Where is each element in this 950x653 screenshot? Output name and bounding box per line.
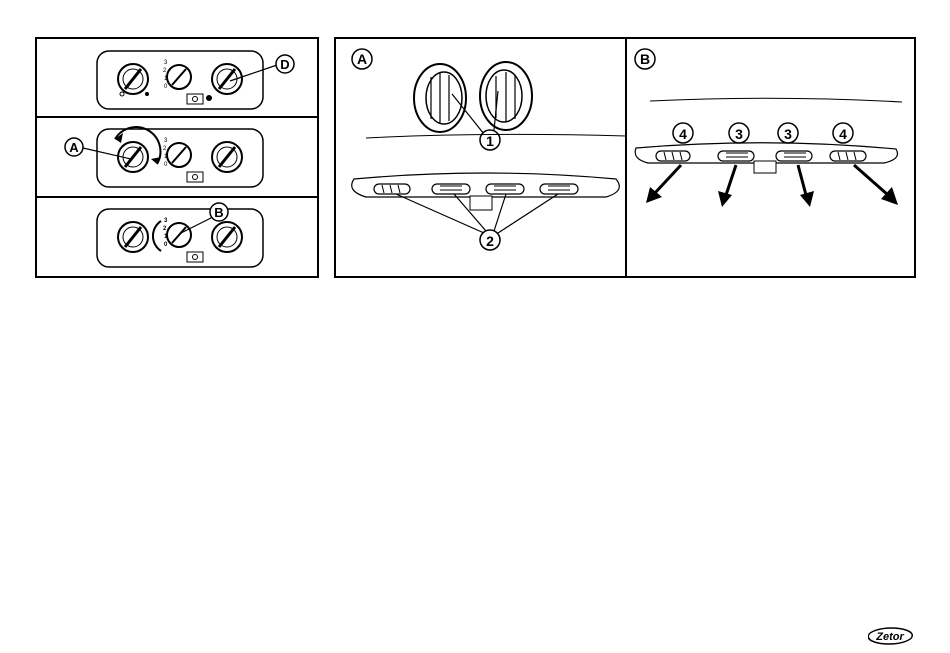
- vent-grille: [374, 184, 410, 194]
- heater-control-unit: 3 2 1 0 B: [97, 203, 263, 267]
- fan-scale-3: 3: [164, 60, 168, 66]
- control-panel-figure: 3 2 1 0 D 3 2 1: [35, 37, 319, 278]
- callout-a-label: A: [69, 140, 79, 155]
- heater-control-unit: 3 2 1 0 A: [65, 127, 263, 187]
- control-panel-drawing: 3 2 1 0 D 3 2 1: [37, 39, 317, 276]
- callout-b-label: B: [214, 205, 223, 220]
- airflow-arrow: [646, 165, 681, 203]
- air-vents-figure: A 1: [334, 37, 916, 278]
- airflow-arrow: [798, 165, 814, 207]
- zetor-logo-mark: Zetor: [868, 626, 916, 646]
- callout-1-label: 1: [486, 133, 494, 149]
- callout-4-label: 4: [679, 126, 687, 142]
- view-b-label: B: [640, 51, 650, 67]
- vent-grille: [776, 151, 812, 161]
- air-vents-drawing: A 1: [336, 39, 914, 276]
- vent-grille: [718, 151, 754, 161]
- round-vent: [480, 62, 532, 130]
- vent-grille: [656, 151, 690, 161]
- callout-4-label: 4: [839, 126, 847, 142]
- callout-d-label: D: [280, 57, 289, 72]
- vent-grille: [830, 151, 866, 161]
- logo-text: Zetor: [875, 631, 904, 643]
- view-b: B 4 3 3: [635, 49, 902, 207]
- fan-scale-0: 0: [164, 162, 168, 168]
- callout-3-label: 3: [735, 126, 743, 142]
- callout-2-label: 2: [486, 233, 494, 249]
- view-a-label: A: [357, 51, 367, 67]
- airflow-arrow: [854, 165, 898, 205]
- fan-scale-2: 2: [163, 146, 167, 152]
- fan-scale-2: 2: [163, 68, 167, 74]
- fan-scale-2: 2: [163, 226, 167, 232]
- fan-scale-0: 0: [164, 84, 168, 90]
- fan-scale-3: 3: [164, 138, 168, 144]
- round-vent: [414, 64, 466, 132]
- fan-scale-3: 3: [164, 218, 168, 224]
- airflow-arrow: [718, 165, 736, 207]
- vent-grille: [540, 184, 578, 194]
- view-a: A 1: [352, 49, 626, 250]
- zetor-logo: Zetor: [868, 626, 916, 646]
- heater-control-unit: 3 2 1 0 D: [97, 51, 294, 109]
- fan-scale-0: 0: [164, 242, 168, 248]
- vent-grille: [486, 184, 524, 194]
- callout-3-label: 3: [784, 126, 792, 142]
- vent-grille: [432, 184, 470, 194]
